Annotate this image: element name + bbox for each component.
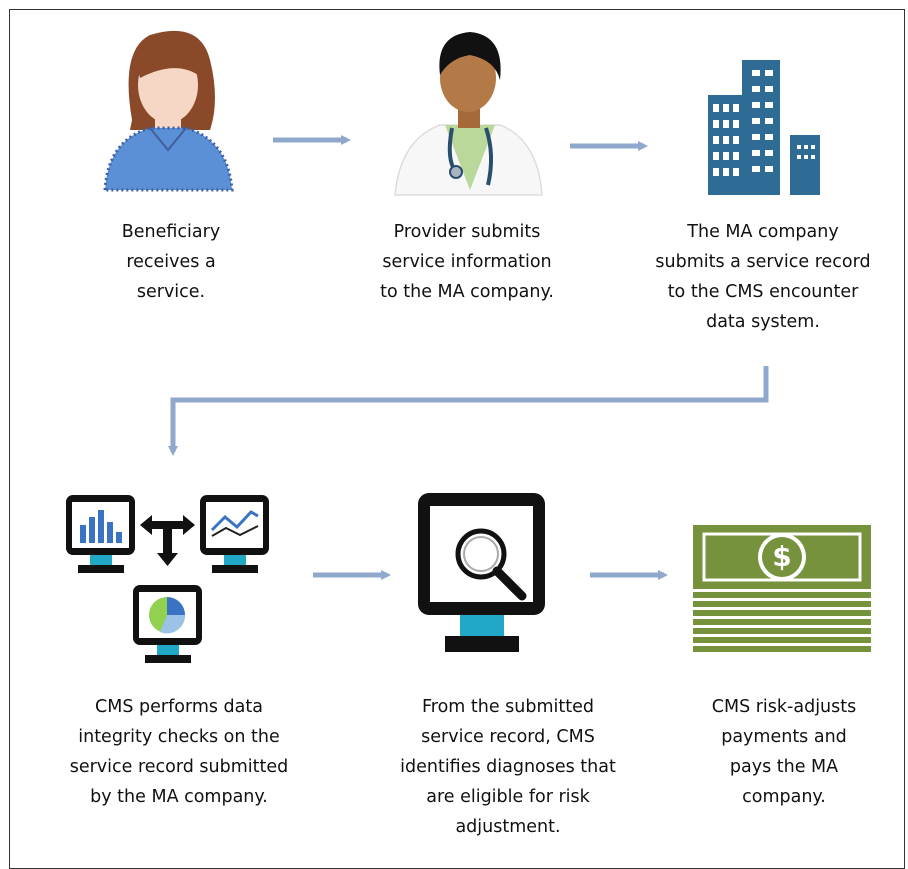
line-chart-monitor-icon — [200, 495, 269, 573]
money-stack-icon — [693, 525, 871, 652]
pie-chart-monitor-icon — [133, 585, 202, 663]
magnifier-monitor-icon — [418, 493, 545, 652]
arrow-row-connector — [168, 366, 769, 456]
doctor-icon — [394, 32, 543, 196]
data-monitors-icon — [66, 495, 269, 663]
beneficiary-icon — [103, 30, 234, 192]
bar-chart-monitor-icon — [66, 495, 135, 573]
money-dollar-sign: $ — [772, 540, 792, 573]
data-exchange-arrows-icon — [140, 515, 195, 566]
office-building-icon — [708, 60, 820, 195]
